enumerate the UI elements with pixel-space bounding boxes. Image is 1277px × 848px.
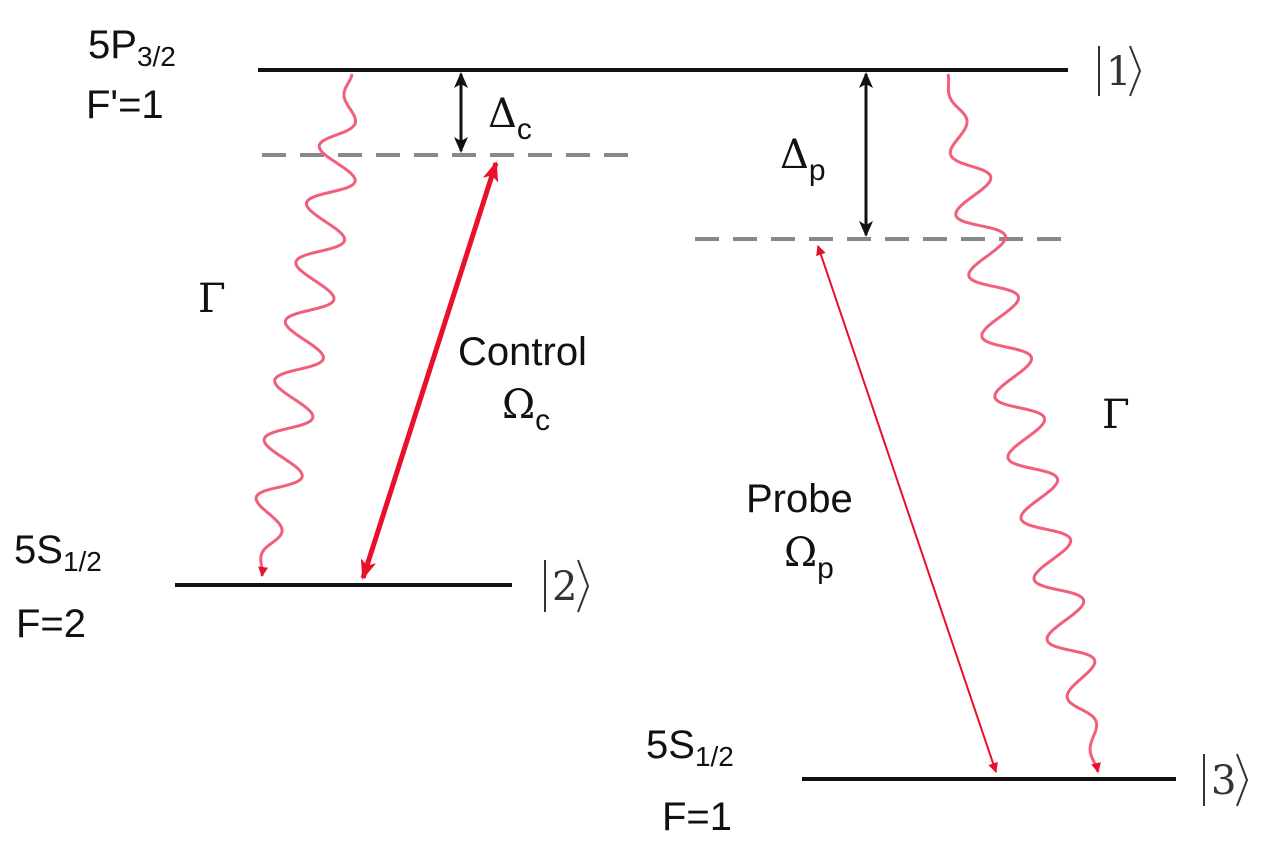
probe-field-label: Probe	[746, 477, 853, 521]
level-3-f-label: F=1	[662, 795, 732, 839]
ket-2-label: 2	[552, 564, 577, 610]
ket-2: 2	[544, 559, 590, 613]
level-2-label: 5S1/2	[14, 528, 102, 577]
ket-3: 3	[1203, 753, 1249, 807]
ket-1: 1	[1098, 45, 1142, 97]
decay-left-label: Γ	[198, 276, 226, 322]
decay-left-wavy-arrow	[254, 73, 357, 577]
decay-right-label: Γ	[1102, 392, 1130, 438]
probe-field-arrow	[816, 245, 998, 773]
level-2-f-label: F=2	[16, 602, 86, 646]
decay-right-wavy-arrow	[946, 73, 1101, 773]
ket-3-label: 3	[1211, 758, 1236, 804]
probe-detuning-label: Δp	[780, 132, 826, 187]
level-1-f-label: F'=1	[86, 83, 164, 127]
control-field-arrow	[360, 161, 499, 580]
level-1-label: 5P3/2	[88, 23, 176, 72]
probe-rabi-label: Ωp	[784, 530, 834, 585]
control-field-label: Control	[458, 330, 587, 374]
ket-1-label: 1	[1106, 49, 1131, 95]
control-detuning-label: Δc	[488, 91, 532, 146]
control-rabi-label: Ωc	[502, 382, 550, 437]
level-3-label: 5S1/2	[646, 723, 734, 772]
